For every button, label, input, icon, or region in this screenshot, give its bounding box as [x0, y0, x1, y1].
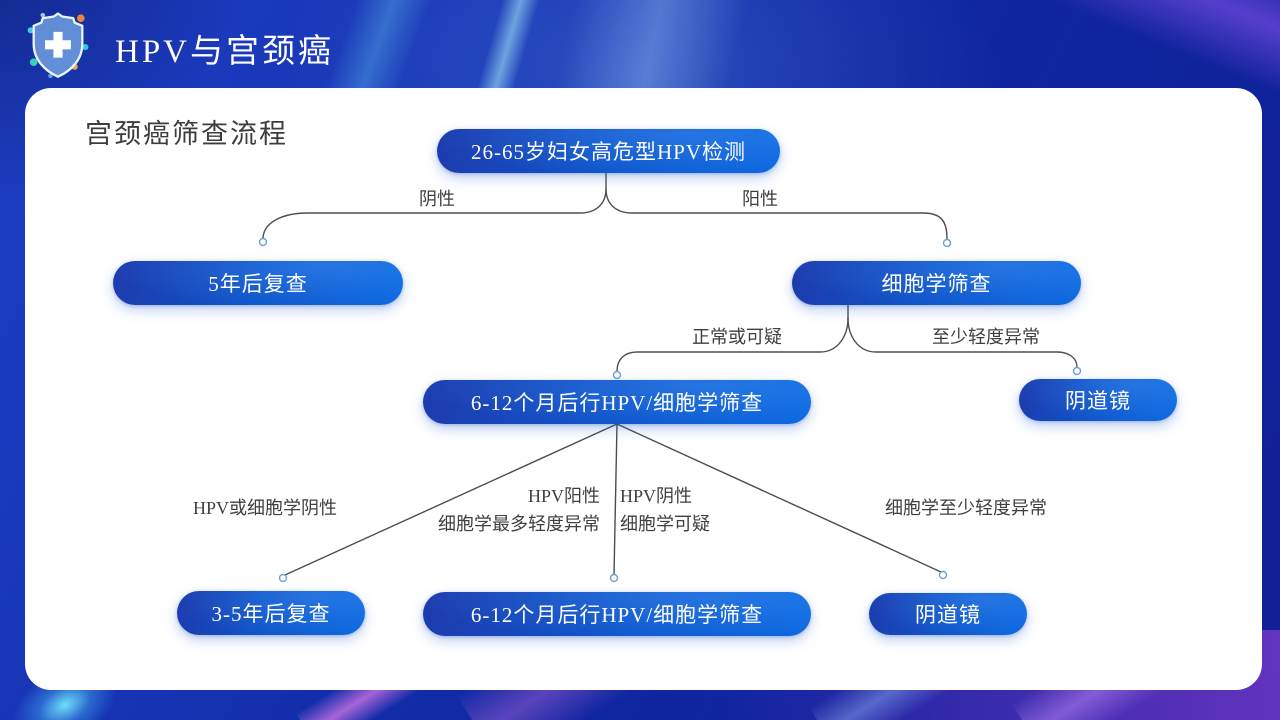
node-recheck-5-years: 5年后复查: [113, 261, 403, 305]
edge-label-positive: 阳性: [742, 189, 778, 209]
node-colposcopy-upper: 阴道镜: [1019, 379, 1177, 421]
edge-label-negative: 阴性: [419, 189, 455, 209]
edge-label-cytology-at-least-mild: 细胞学至少轻度异常: [885, 498, 1047, 518]
content-card: 宫颈癌筛查流程: [25, 88, 1262, 690]
node-root: 26-65岁妇女高危型HPV检测: [437, 129, 780, 173]
edge-label-cytology-at-most-mild: 细胞学最多轻度异常: [438, 514, 600, 534]
node-hpv-cytology-6-12-months: 6-12个月后行HPV/细胞学筛查: [423, 380, 811, 424]
edge-label-hpv-or-cytology-negative: HPV或细胞学阴性: [192, 498, 338, 518]
edge-label-cytology-suspicious: 细胞学可疑: [620, 514, 710, 534]
shield-plus-icon: [27, 12, 89, 79]
slide-title: HPV与宫颈癌: [115, 34, 335, 70]
node-colposcopy-lower: 阴道镜: [869, 593, 1027, 635]
node-cytology-screening: 细胞学筛查: [792, 261, 1081, 305]
node-hpv-cytology-6-12-months-repeat: 6-12个月后行HPV/细胞学筛查: [423, 592, 811, 636]
flowchart-heading: 宫颈癌筛查流程: [85, 119, 288, 149]
edge-label-hpv-negative: HPV阴性: [620, 486, 693, 506]
edge-label-hpv-positive: HPV阳性: [527, 486, 600, 506]
edge-label-normal-or-suspicious: 正常或可疑: [692, 327, 782, 347]
slide-header: HPV与宫颈癌: [0, 0, 1280, 88]
edge-label-hpv-negative-group: HPV阴性 细胞学可疑: [620, 482, 710, 538]
edge-label-at-least-mild-abnormality: 至少轻度异常: [932, 327, 1040, 347]
edge-label-hpv-positive-group: HPV阳性 细胞学最多轻度异常: [438, 482, 600, 538]
node-recheck-3-5-years: 3-5年后复查: [177, 591, 365, 635]
